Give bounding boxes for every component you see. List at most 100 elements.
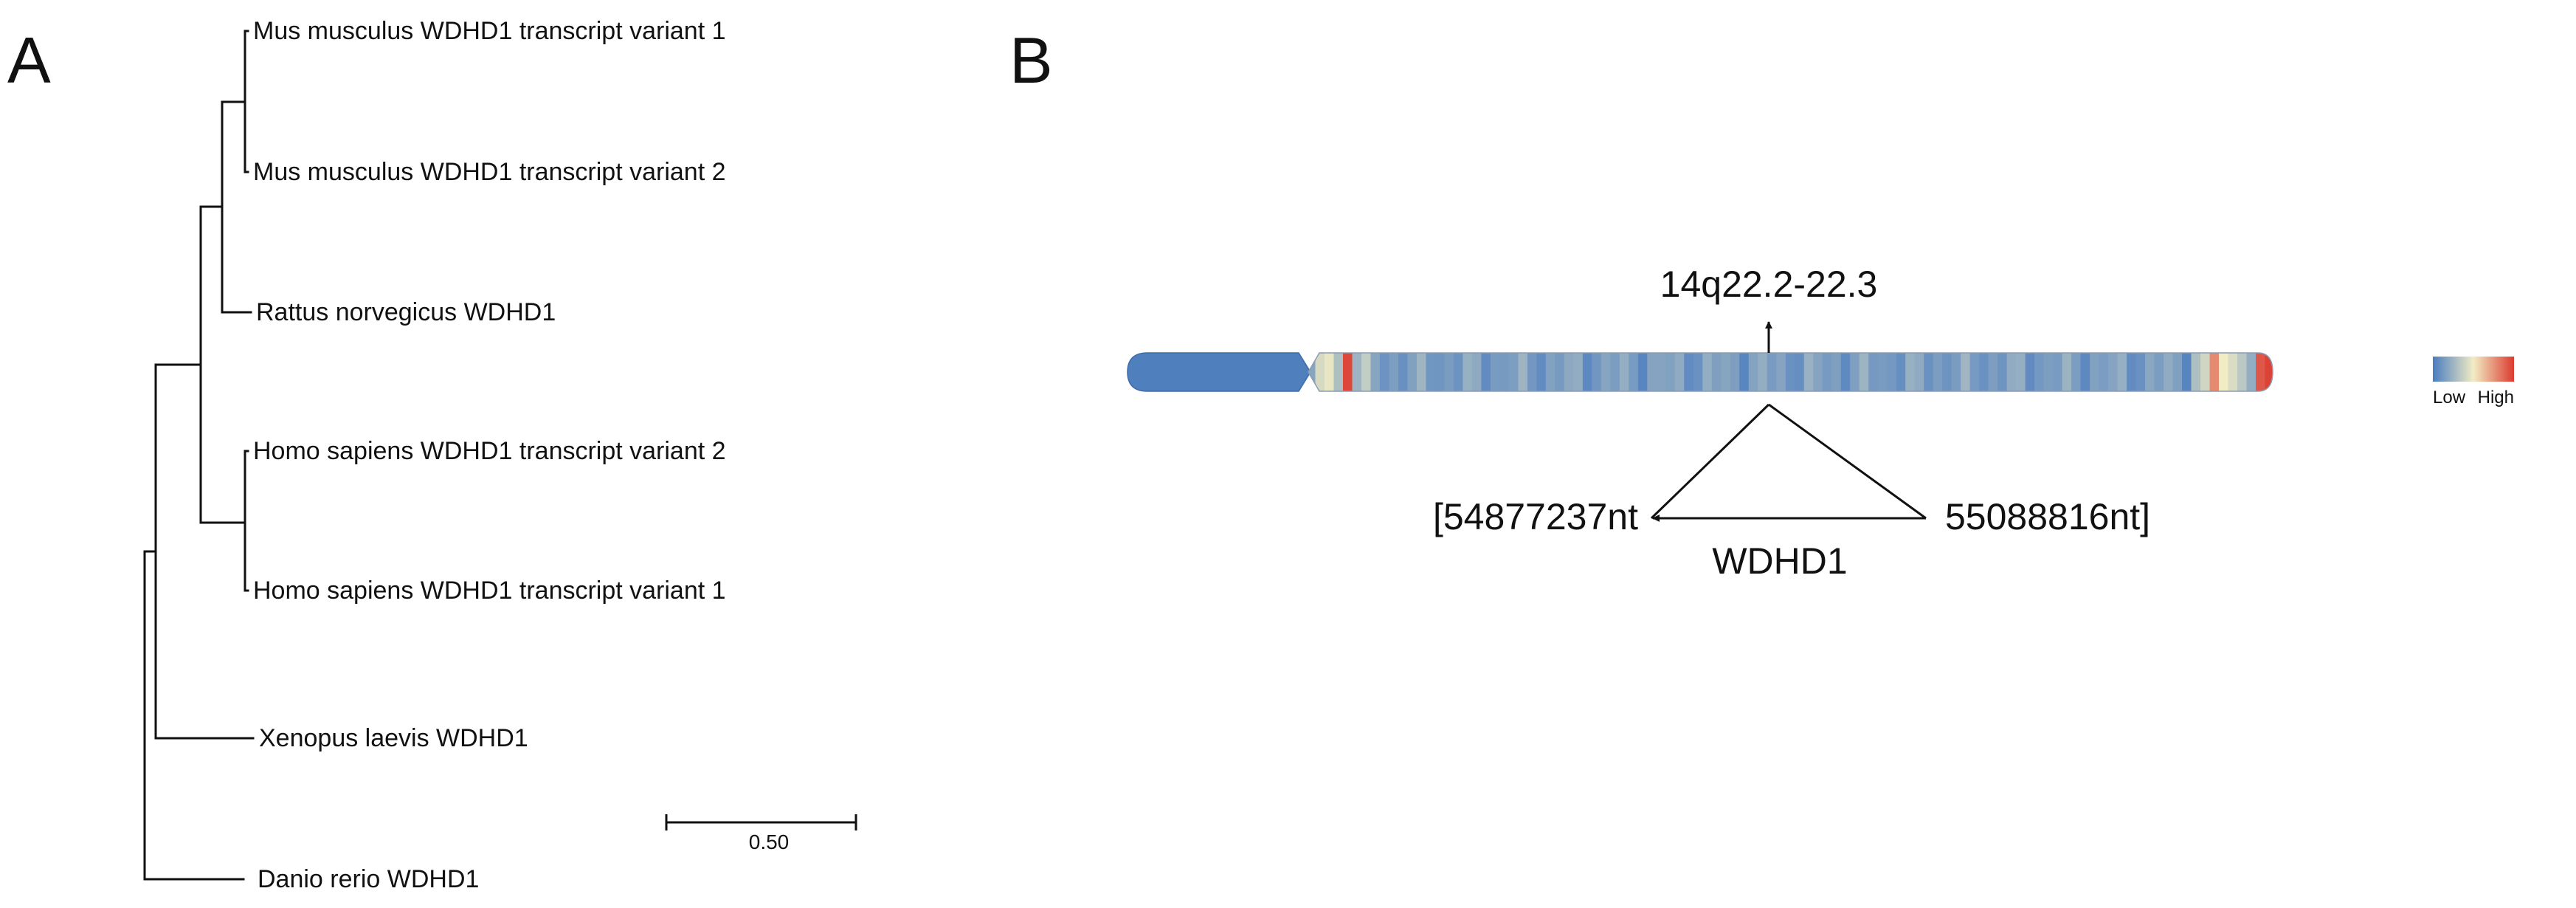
panel-b-label: B <box>1009 24 1053 97</box>
chromosome-band <box>1324 353 1335 391</box>
chromosome-band <box>1988 353 1998 391</box>
chromosome-band <box>1942 353 1952 391</box>
chromosome-band <box>1767 353 1777 391</box>
chromosome-band <box>1555 353 1565 391</box>
chromosome-band <box>1914 353 1924 391</box>
chromosome-band <box>1629 353 1639 391</box>
gene-triangle <box>1650 403 1927 522</box>
chromosome-band <box>1711 353 1722 391</box>
chromosome-band <box>1434 353 1446 391</box>
chromosome-band <box>1582 353 1592 391</box>
phylogenetic-tree <box>143 30 255 881</box>
chromosome-band <box>1961 353 1971 391</box>
chromosome-band <box>1803 353 1814 391</box>
taxon-label: Rattus norvegicus WDHD1 <box>256 298 556 326</box>
chromosome-band <box>1573 353 1584 391</box>
taxon-label: Homo sapiens WDHD1 transcript variant 1 <box>253 577 726 605</box>
taxon-label: Homo sapiens WDHD1 transcript variant 2 <box>253 437 726 465</box>
chromosome-band <box>1499 353 1510 391</box>
chromosome-band <box>2071 353 2082 391</box>
chromosome-band <box>1850 353 1860 391</box>
chromosome-band <box>1407 353 1418 391</box>
chromosome-band <box>1831 353 1842 391</box>
scale-bar-label: 0.50 <box>749 830 790 853</box>
chromosome-band <box>2182 353 2192 391</box>
chromosome-band <box>2237 353 2248 391</box>
chromosome-band <box>2034 353 2045 391</box>
chromosome-band <box>1592 353 1602 391</box>
taxon-label: Xenopus laevis WDHD1 <box>259 724 528 752</box>
chromosome-band <box>1822 353 1832 391</box>
chromosome-band <box>1315 353 1325 391</box>
chromosome-band <box>1951 353 1961 391</box>
chromosome-band <box>2265 353 2273 391</box>
legend-high-label: High <box>2478 388 2514 407</box>
taxon-labels: Mus musculus WDHD1 transcript variant 1 … <box>253 17 726 893</box>
chromosome-band <box>1674 353 1685 391</box>
chromosome-band <box>1600 353 1611 391</box>
chromosome-band <box>1656 353 1666 391</box>
taxon-label: Mus musculus WDHD1 transcript variant 2 <box>253 158 726 186</box>
chromosome-band <box>2228 353 2238 391</box>
chromosome-band <box>1730 353 1740 391</box>
chromosome-band <box>2006 353 2017 391</box>
chromosome-band <box>1813 353 1823 391</box>
chromosome-band <box>2043 353 2054 391</box>
chromosome-band <box>1389 353 1399 391</box>
chromosome-band <box>2172 353 2183 391</box>
chromosome-band <box>2127 353 2137 391</box>
chromosome-band <box>1361 353 1372 391</box>
chromosome-band <box>1398 353 1409 391</box>
chromosome-band <box>1453 353 1464 391</box>
chromosome-band <box>1444 353 1454 391</box>
color-scale-legend <box>2433 357 2514 382</box>
chromosome-band <box>1924 353 1934 391</box>
chromosome-band <box>1877 353 1888 391</box>
chromosome-band <box>2053 353 2063 391</box>
chromosome-band <box>1684 353 1694 391</box>
chromosome-band <box>2154 353 2164 391</box>
chromosome-band <box>2256 353 2266 391</box>
chromosome-band-heatmap <box>1308 353 2273 391</box>
panel-a-label: A <box>7 24 51 97</box>
chromosome-band <box>1665 353 1676 391</box>
chromosome-band <box>1647 353 1657 391</box>
chromosome-band <box>1308 353 1316 391</box>
chromosome-band <box>2145 353 2155 391</box>
chromosome-long-arm-outline <box>1308 352 2273 392</box>
gene-name-label: WDHD1 <box>1712 540 1847 582</box>
panel-b: B 14q22.2-22.3 [54877237nt 55088816nt] W… <box>1009 24 2514 582</box>
scale-bar <box>665 814 857 830</box>
chromosome-band <box>1969 353 1980 391</box>
chromosome-band <box>2062 353 2072 391</box>
chromosome-band <box>1481 353 1491 391</box>
chromosome-band <box>1610 353 1620 391</box>
chromosome-band <box>1471 353 1482 391</box>
chromosome-band <box>1997 353 2008 391</box>
chromosome-band <box>2200 353 2211 391</box>
chromosome-band <box>1333 353 1344 391</box>
chromosome-band <box>1527 353 1537 391</box>
chromosome-band <box>1702 353 1713 391</box>
chromosome-band <box>1426 353 1436 391</box>
chromosome-band <box>1379 353 1390 391</box>
chromosome-band <box>1518 353 1528 391</box>
chromosome-band <box>2099 353 2109 391</box>
chromosome-band <box>1619 353 1629 391</box>
chromosome-band <box>2164 353 2174 391</box>
chromosome-band <box>1840 353 1851 391</box>
chromosome-band <box>1416 353 1427 391</box>
chromosome-band <box>2090 353 2100 391</box>
chromosome-short-arm <box>1127 352 1311 392</box>
chromosome-band <box>1693 353 1703 391</box>
panel-a: A Mus mus <box>7 17 857 893</box>
chromosome-band <box>1795 353 1805 391</box>
chromosome-band <box>2080 353 2090 391</box>
chromosome-band <box>2016 353 2026 391</box>
chromosome-band <box>1342 353 1353 391</box>
chromosome-band <box>2219 353 2229 391</box>
chromosome-band <box>1536 353 1547 391</box>
chromosome-band <box>1739 353 1750 391</box>
band-label: 14q22.2-22.3 <box>1660 264 1878 305</box>
